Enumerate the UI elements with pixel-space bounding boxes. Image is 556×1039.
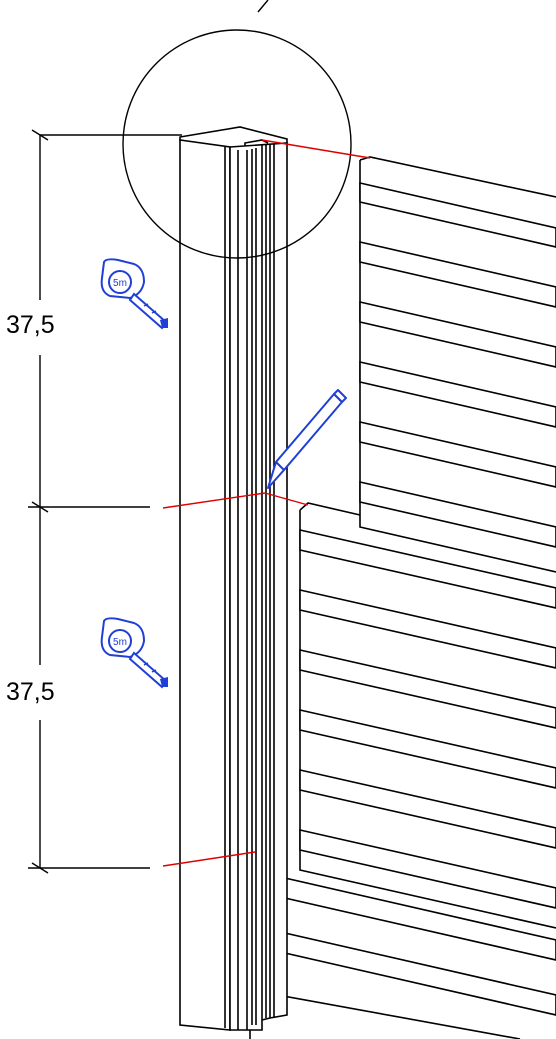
board-lower-6 bbox=[299, 828, 556, 909]
detail-leader-line bbox=[257, 0, 269, 13]
tape-measure-label: 5m bbox=[113, 637, 127, 648]
pencil-icon bbox=[267, 389, 347, 489]
tape-measure-label: 5m bbox=[113, 278, 127, 289]
board-lower-2 bbox=[299, 588, 556, 669]
lower-board-stack-outline bbox=[299, 502, 556, 929]
detail-callout bbox=[122, 0, 352, 259]
post-front-face bbox=[179, 139, 231, 1031]
board-lower-3 bbox=[299, 648, 556, 729]
board-upper-2 bbox=[359, 240, 556, 308]
marking-lines bbox=[162, 139, 371, 867]
post-side-face bbox=[229, 142, 288, 1031]
dimension-label-upper: 37,5 bbox=[6, 311, 55, 339]
board-lower-5 bbox=[299, 768, 556, 849]
dimension-lines bbox=[28, 129, 182, 874]
lower-board-group bbox=[299, 502, 556, 929]
tape-measure-icon: 5m bbox=[100, 258, 168, 330]
marker-line-middle bbox=[162, 492, 266, 509]
dimension-label-lower: 37,5 bbox=[6, 678, 55, 706]
board-upper-5 bbox=[359, 420, 556, 488]
board-lower-1 bbox=[299, 528, 556, 609]
marker-line-bottom bbox=[162, 851, 256, 867]
marker-line-top bbox=[261, 139, 371, 159]
tape-measure-icon: 5m bbox=[100, 617, 168, 689]
fence-post bbox=[179, 126, 288, 1031]
detail-circle bbox=[122, 29, 352, 259]
board-lower-4 bbox=[299, 708, 556, 789]
upper-board-group bbox=[359, 156, 556, 573]
board-upper-3 bbox=[359, 300, 556, 368]
board-upper-4 bbox=[359, 360, 556, 428]
upper-board-stack-outline bbox=[359, 156, 556, 573]
board-upper-6 bbox=[359, 480, 556, 548]
board-upper-1 bbox=[359, 181, 556, 248]
